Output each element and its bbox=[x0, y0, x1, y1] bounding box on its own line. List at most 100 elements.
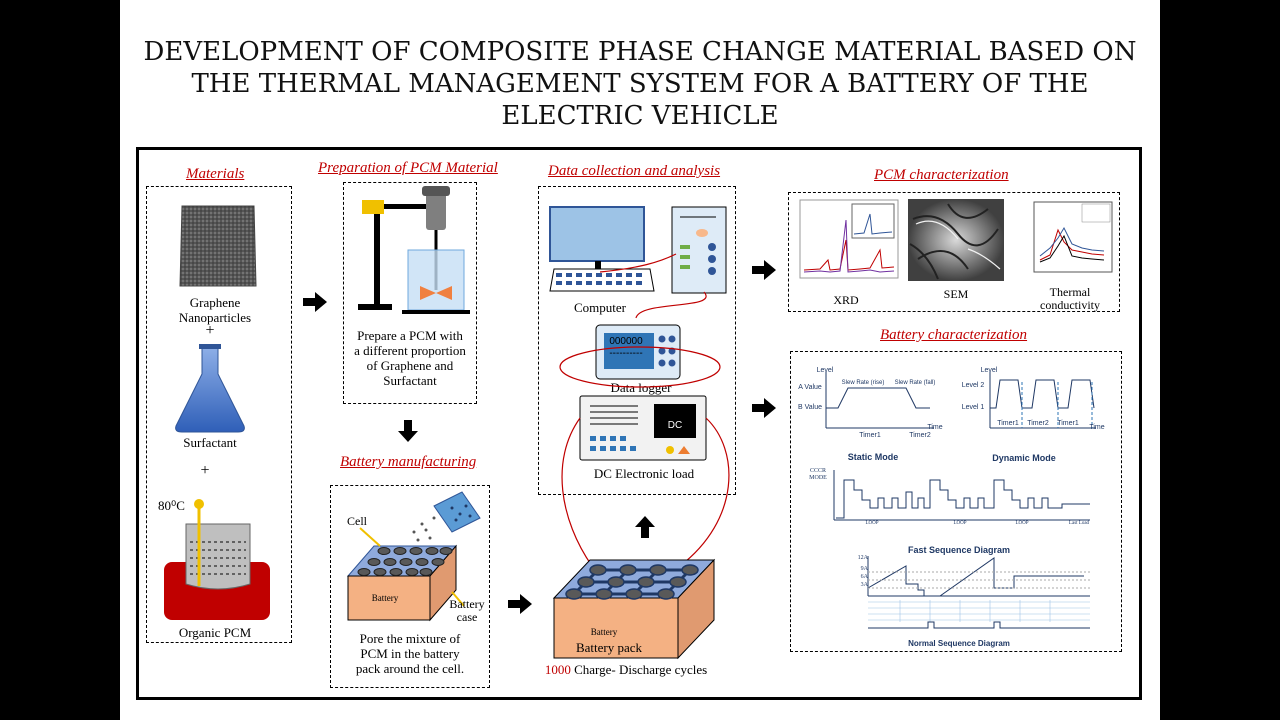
current-12a: 12A bbox=[857, 555, 868, 561]
case-line-2: case bbox=[456, 610, 478, 624]
arrow-down-icon bbox=[398, 420, 418, 442]
time-label-static: Time bbox=[927, 424, 943, 431]
page-title: DEVELOPMENT OF COMPOSITE PHASE CHANGE MA… bbox=[120, 36, 1160, 132]
logger-screen-digits: 000000 bbox=[609, 336, 643, 347]
pack-inner-label: Battery bbox=[590, 627, 618, 637]
last-load-label: Last Load bbox=[1068, 521, 1090, 526]
sem-image bbox=[908, 199, 1004, 281]
meter-device-icon bbox=[671, 206, 727, 294]
level-label-static: Level bbox=[816, 367, 834, 374]
dc-screen-text: DC bbox=[667, 420, 683, 431]
plus-sign-2: + bbox=[200, 462, 210, 479]
case-line-1: Battery bbox=[449, 597, 485, 611]
slew-fall-label: Slew Rate (fall) bbox=[894, 380, 936, 386]
materials-box bbox=[146, 186, 292, 643]
cell-label: Cell bbox=[347, 514, 367, 528]
preparation-box bbox=[343, 182, 477, 404]
temperature-label: 80⁰C bbox=[158, 498, 185, 513]
timer1-label-dyn-a: Timer1 bbox=[997, 420, 1019, 427]
logger-screen: 000000 ---------- bbox=[602, 336, 650, 360]
current-3a: 3A bbox=[860, 582, 868, 588]
cccr-line-2: MODE bbox=[809, 475, 827, 481]
computer-label: Computer bbox=[574, 300, 626, 315]
mfg-line-2: PCM in the battery bbox=[360, 646, 460, 661]
mfg-line-3: pack around the cell. bbox=[355, 661, 465, 676]
tc-line-1: Thermal bbox=[1049, 285, 1091, 299]
static-mode-label: Static Mode bbox=[847, 452, 899, 462]
plus-sign-1: + bbox=[205, 322, 215, 339]
battery-pack-drawing bbox=[552, 558, 716, 660]
graphene-text: Graphene Nanoparticles bbox=[160, 295, 270, 325]
arrow-right-icon bbox=[303, 292, 327, 312]
arrow-right-icon bbox=[752, 398, 776, 418]
title-line-2: THE THERMAL MANAGEMENT SYSTEM FOR A BATT… bbox=[191, 69, 1089, 99]
loop-label-1: LOOP bbox=[865, 521, 879, 526]
loop-label-3: LOOP bbox=[1015, 521, 1029, 526]
cycles-text: Charge- Discharge cycles bbox=[570, 662, 708, 677]
battery-characterization-diagrams bbox=[825, 372, 1096, 629]
fast-sequence-label: Fast Sequence Diagram bbox=[907, 545, 1011, 555]
arrow-right-icon bbox=[508, 594, 532, 614]
data-logger-icon bbox=[595, 324, 681, 380]
timer2-label-dyn: Timer2 bbox=[1027, 420, 1049, 427]
battery-pack-label: Battery pack bbox=[575, 640, 643, 655]
slide: DEVELOPMENT OF COMPOSITE PHASE CHANGE MA… bbox=[120, 0, 1160, 720]
cccr-label: CCCR MODE bbox=[804, 468, 832, 482]
level1-label: Level 1 bbox=[961, 404, 985, 411]
loop-label-2: LOOP bbox=[953, 521, 967, 526]
materials-label: Materials bbox=[186, 166, 245, 182]
tc-line-2: conductivity bbox=[1040, 298, 1100, 312]
connection-wires bbox=[559, 253, 730, 567]
timer1-label-static: Timer1 bbox=[859, 432, 881, 439]
thermal-conductivity-label: Thermal conductivity bbox=[1030, 286, 1110, 312]
surfactant-text: Surfactant bbox=[183, 435, 237, 450]
arrow-up-icon bbox=[635, 516, 655, 538]
prep-line-3: of Graphene and bbox=[366, 358, 454, 373]
arrow-right-icon bbox=[752, 260, 776, 280]
level-label-dynamic: Level bbox=[980, 367, 998, 374]
dynamic-mode-label: Dynamic Mode bbox=[992, 453, 1056, 463]
normal-sequence-label: Normal Sequence Diagram bbox=[908, 639, 1010, 648]
current-6a: 6A bbox=[860, 574, 868, 580]
time-label-dynamic: Time bbox=[1089, 424, 1105, 431]
cycles-label: 1000 Charge- Discharge cycles bbox=[526, 662, 726, 677]
battery-manufacturing-label: Battery manufacturing bbox=[340, 454, 477, 470]
dc-load-label: DC Electronic load bbox=[593, 466, 695, 481]
diagram-frame bbox=[136, 147, 1142, 700]
graphene-line-2: Nanoparticles bbox=[178, 310, 252, 325]
preparation-text: Prepare a PCM with a different proportio… bbox=[344, 328, 476, 388]
organic-pcm-text: Organic PCM bbox=[178, 625, 252, 640]
battery-characterization-box bbox=[790, 351, 1122, 652]
timer2-label: Timer2 bbox=[909, 432, 931, 439]
xrd-plot-image bbox=[799, 199, 899, 279]
timer1-label-dyn-b: Timer1 bbox=[1057, 420, 1079, 427]
data-collection-label: Data collection and analysis bbox=[548, 163, 721, 179]
battery-inner-label: Battery bbox=[371, 593, 399, 603]
prep-line-1: Prepare a PCM with bbox=[357, 328, 463, 343]
pcm-characterization-label: PCM characterization bbox=[874, 167, 1009, 183]
b-value-label: B Value bbox=[798, 404, 822, 411]
battery-case-label: Battery case bbox=[442, 598, 492, 624]
battery-manufacturing-box bbox=[330, 485, 490, 688]
title-line-1: DEVELOPMENT OF COMPOSITE PHASE CHANGE MA… bbox=[143, 37, 1137, 67]
surfactant-flask-icon bbox=[175, 344, 245, 433]
preparation-label: Preparation of PCM Material bbox=[318, 160, 498, 176]
battery-cell-drawing bbox=[346, 491, 481, 622]
prep-line-4: Surfactant bbox=[383, 373, 437, 388]
thermal-conductivity-plot bbox=[1033, 201, 1113, 273]
current-9a: 9A bbox=[860, 566, 868, 572]
computer-icon bbox=[549, 206, 655, 292]
dc-load-icon bbox=[579, 395, 707, 461]
sem-label: SEM bbox=[943, 287, 969, 301]
level2-label: Level 2 bbox=[961, 382, 985, 389]
stirrer-apparatus bbox=[358, 186, 470, 314]
cccr-line-1: CCCR bbox=[809, 468, 826, 474]
slew-rise-label: Slew Rate (rise) bbox=[841, 380, 885, 386]
data-collection-box bbox=[538, 186, 736, 495]
a-value-label: A Value bbox=[798, 384, 822, 391]
xrd-label: XRD bbox=[833, 293, 859, 307]
pcm-characterization-box bbox=[788, 192, 1120, 312]
prep-line-2: a different proportion bbox=[354, 343, 466, 358]
cycles-number: 1000 bbox=[544, 662, 571, 677]
title-line-3: ELECTRIC VEHICLE bbox=[501, 101, 779, 131]
